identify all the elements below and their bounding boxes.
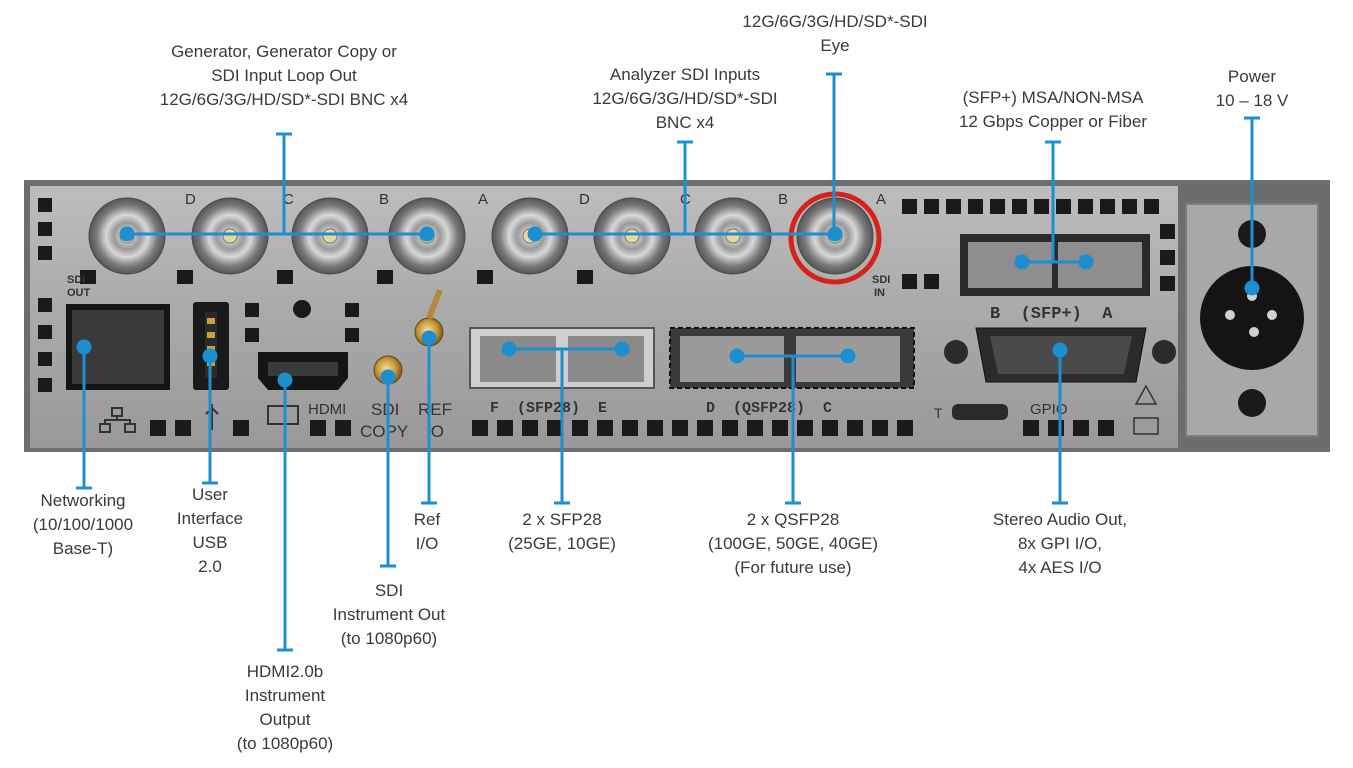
- callout-sfp-plus: (SFP+) MSA/NON-MSA 12 Gbps Copper or Fib…: [928, 86, 1178, 134]
- screw: [293, 300, 311, 318]
- sfp28-panel-label: F (SFP28) E: [490, 400, 607, 417]
- manual-icon: [1133, 417, 1159, 435]
- callout-line: HDMI2.0b: [246, 662, 324, 681]
- callout-generator: Generator, Generator Copy or SDI Input L…: [134, 40, 434, 112]
- callout-line: Ref: [413, 510, 441, 529]
- bnc-letter: B: [778, 191, 788, 208]
- callout-line: Analyzer SDI Inputs: [609, 65, 761, 84]
- t-port: [952, 404, 1008, 420]
- callout-line: Instrument Out: [332, 605, 446, 624]
- callout-line: 8x GPI I/O,: [1017, 534, 1103, 553]
- callout-line: (For future use): [734, 558, 852, 577]
- callout-sfp28: 2 x SFP28 (25GE, 10GE): [486, 508, 638, 556]
- hdmi-port: [258, 352, 348, 390]
- callout-ref: Ref I/O: [397, 508, 457, 556]
- callout-line: Power: [1227, 67, 1277, 86]
- callout-line: User: [192, 485, 228, 504]
- hdmi-icon: [267, 405, 299, 425]
- bnc-letter: D: [185, 191, 196, 208]
- callout-line: Generator, Generator Copy or: [171, 42, 397, 61]
- bnc-letter: A: [478, 191, 488, 208]
- hdmi-panel-label: HDMI: [308, 401, 346, 418]
- callout-audio: Stereo Audio Out, 8x GPI I/O, 4x AES I/O: [960, 508, 1160, 580]
- callout-line: 2.0: [198, 557, 222, 576]
- callout-line: 12 Gbps Copper or Fiber: [958, 112, 1148, 131]
- bnc-letter: A: [876, 191, 886, 208]
- warning-icon: [1134, 384, 1158, 405]
- callout-line: 2 x QSFP28: [746, 510, 840, 529]
- callout-line: (100GE, 50GE, 40GE): [707, 534, 879, 553]
- qsfp28-panel-label: D (QSFP28) C: [706, 400, 832, 417]
- usb-icon: [205, 404, 219, 430]
- callout-line: 2 x SFP28: [522, 510, 602, 529]
- callout-qsfp28: 2 x QSFP28 (100GE, 50GE, 40GE) (For futu…: [683, 508, 903, 580]
- callout-line: Stereo Audio Out,: [992, 510, 1128, 529]
- bnc-letter: D: [579, 191, 590, 208]
- callout-usb: User Interface USB 2.0: [160, 483, 260, 579]
- callout-line: Eye: [820, 36, 850, 55]
- callout-line: Interface: [176, 509, 244, 528]
- ref-io-panel-label: REF: [418, 400, 452, 419]
- callout-line: (25GE, 10GE): [508, 534, 616, 553]
- vent-holes: [38, 198, 1175, 436]
- callout-line: 10 – 18 V: [1215, 91, 1289, 110]
- sfp-plus-cage: [960, 234, 1150, 296]
- callout-line: (to 1080p60): [236, 734, 334, 753]
- sfp-plus-panel-label: B (SFP+) A: [990, 305, 1113, 324]
- leader-lines: [76, 72, 1260, 652]
- callout-analyzer: Analyzer SDI Inputs 12G/6G/3G/HD/SD*-SDI…: [572, 63, 798, 135]
- bnc-letter: C: [283, 191, 294, 208]
- callout-eye: 12G/6G/3G/HD/SD*-SDI Eye: [725, 10, 945, 58]
- sdi-out-label: OUT: [67, 287, 91, 299]
- callout-networking: Networking (10/100/1000 Base-T): [16, 489, 150, 561]
- callout-line: (10/100/1000: [32, 515, 134, 534]
- sdi-copy-panel-label: SDI: [371, 400, 399, 419]
- callout-line: I/O: [415, 534, 439, 553]
- callout-line: Output: [259, 710, 311, 729]
- ethernet-icon: [99, 407, 136, 433]
- callout-line: 4x AES I/O: [1018, 558, 1102, 577]
- callout-line: USB: [192, 533, 228, 552]
- callout-line: 12G/6G/3G/HD/SD*-SDI: [592, 89, 778, 108]
- callout-line: (to 1080p60): [340, 629, 438, 648]
- sdi-in-label: IN: [874, 287, 885, 299]
- callout-power: Power 10 – 18 V: [1192, 65, 1312, 113]
- callout-hdmi: HDMI2.0b Instrument Output (to 1080p60): [215, 660, 355, 756]
- bnc-letter: B: [379, 191, 389, 208]
- callout-line: SDI Input Loop Out: [211, 66, 357, 85]
- sdi-copy-panel-label: COPY: [360, 422, 408, 441]
- sdi-in-label: SDI: [872, 274, 890, 286]
- callout-sdi-out: SDI Instrument Out (to 1080p60): [306, 579, 472, 651]
- callout-line: SDI: [374, 581, 404, 600]
- callout-line: 12G/6G/3G/HD/SD*-SDI BNC x4: [159, 90, 409, 109]
- gpio-panel-label: GPIO: [1030, 401, 1068, 418]
- callout-line: Instrument: [244, 686, 326, 705]
- callout-line: 12G/6G/3G/HD/SD*-SDI: [742, 12, 928, 31]
- sdi-out-label: SDI: [67, 274, 85, 286]
- callout-line: (SFP+) MSA/NON-MSA: [962, 88, 1144, 107]
- callout-line: Base-T): [52, 539, 114, 558]
- callout-line: Networking: [40, 491, 126, 510]
- callout-line: BNC x4: [655, 113, 715, 132]
- t-panel-label: T: [934, 405, 943, 421]
